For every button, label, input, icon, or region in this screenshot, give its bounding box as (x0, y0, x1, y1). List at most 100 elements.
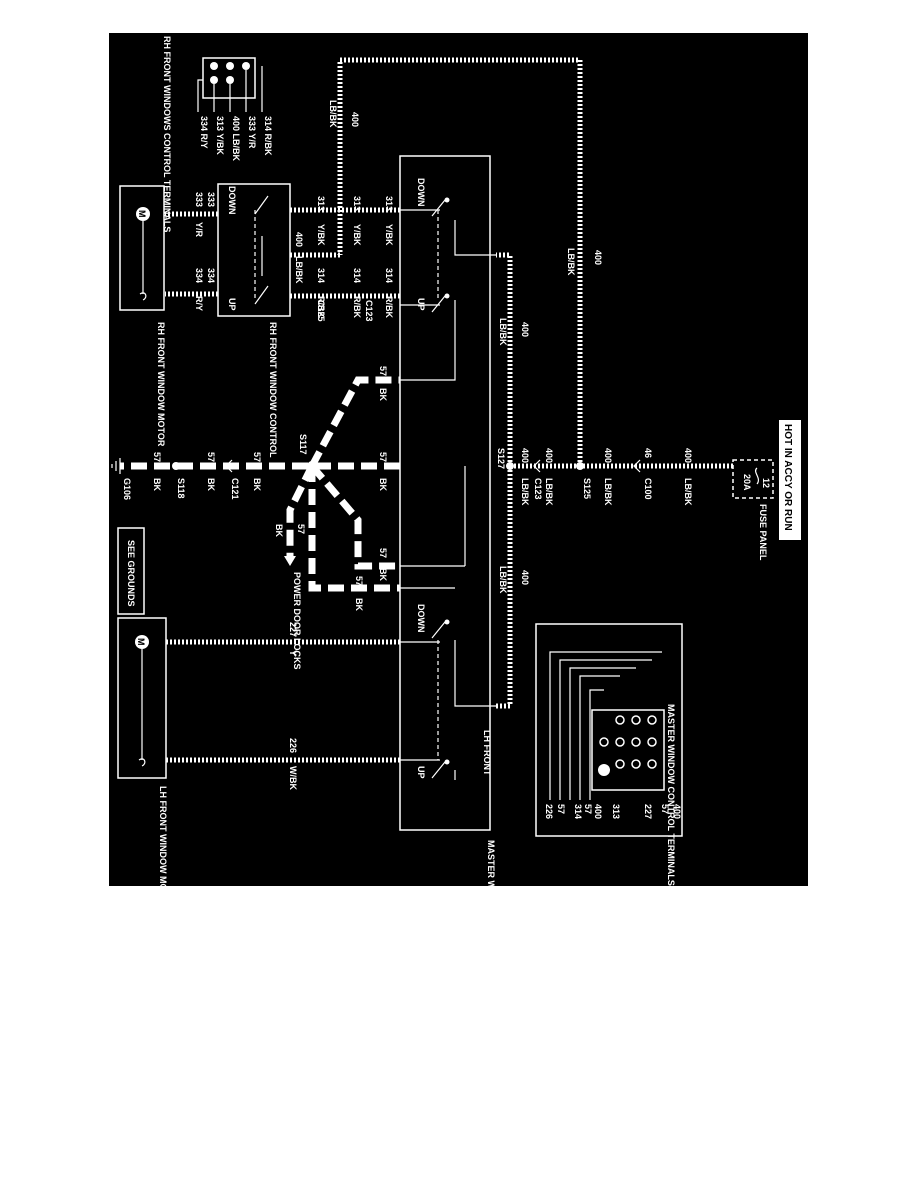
wire-400-mr-number: 400 (520, 570, 530, 585)
rh-terminal-2: 400 LB/BK (231, 116, 241, 162)
wire-57-lb-number: 57 (354, 576, 364, 586)
wire-57-g3-number: 57 (152, 452, 162, 462)
c121-label: C121 (230, 478, 240, 500)
hot-label-box: HOT IN ACCY OR RUN (779, 420, 801, 540)
rh-motor-m: M (137, 210, 147, 218)
master-terminal-7: 57 (556, 804, 566, 814)
rh-motor-label: RH FRONT WINDOW MOTOR (156, 322, 166, 447)
rh-terminal-4: 334 R/Y (199, 116, 209, 149)
wire-314-b-number: 314 (352, 268, 362, 283)
rh-control-label: RH FRONT WINDOW CONTROL (268, 322, 278, 458)
master-rh-up: UP (416, 298, 426, 311)
fuse-panel: 12 20A FUSE PANEL (732, 459, 774, 561)
master-terminal-4: 400 (593, 804, 603, 819)
wire-57-la-color: BK (378, 568, 388, 581)
ground-symbol (111, 458, 121, 474)
wire-57-g2-color: BK (206, 478, 216, 491)
wire-46-number: 46 (643, 448, 653, 458)
master-rh-down: DOWN (416, 178, 426, 207)
rh-terminal-1: 333 Y/R (247, 116, 257, 149)
power-door-locks-label: POWER DOOR LOCKS (292, 572, 302, 670)
power-door-locks-arrow (284, 556, 296, 566)
master-terminal-0: 400 (672, 804, 682, 819)
wire-314-c-color: R/BK (316, 296, 326, 318)
master-control-label: MASTER WINDOW CONTROL (486, 840, 496, 967)
wire-400-mid-color: LB/BK (603, 478, 613, 506)
master-terminal-6: 314 (573, 804, 583, 819)
wire-400-ml-number: 400 (520, 322, 530, 337)
wire-313-c-number: 313 (316, 196, 326, 211)
rh-terminal-3: 313 Y/BK (215, 116, 225, 155)
wire-314-a-number: 314 (384, 268, 394, 283)
wire-226-color: W/BK (288, 766, 298, 790)
wire-400-c-color: LB/BK (294, 256, 304, 284)
wire-333-b-number: 333 (194, 192, 204, 207)
diagram-background (109, 33, 808, 886)
rh-motor-box (119, 185, 165, 311)
wire-227-color: Y (288, 650, 298, 656)
s127-label: S127 (496, 448, 506, 469)
lh-motor-box (117, 617, 167, 779)
c100-label: C100 (643, 478, 653, 500)
wire-226-number: 226 (288, 738, 298, 753)
wire-57-m-number: 57 (378, 452, 388, 462)
wire-314-b-color: R/BK (352, 296, 362, 318)
wire-57-g3-color: BK (152, 478, 162, 491)
wire-57-lower-a (309, 463, 400, 570)
wire-313-c-color: Y/BK (316, 224, 326, 246)
wire-57-lower-b (308, 466, 400, 592)
wire-400-rh-number: 400 (350, 112, 360, 127)
wire-57-door-locks (286, 464, 316, 556)
master-terminal-2: 227 (643, 804, 653, 819)
s118-label: S118 (176, 478, 186, 499)
see-grounds-label: SEE GROUNDS (126, 540, 136, 607)
wire-400-s127-color: LB/BK (520, 478, 530, 506)
lh-motor-symbol (135, 635, 149, 649)
rh-ctl-down: DOWN (227, 186, 237, 215)
wire-227-number: 227 (288, 622, 298, 637)
rh-terminals-title: RH FRONT WINDOWS CONTROL TERMINALS (162, 36, 172, 232)
wire-314-a-color: R/BK (384, 296, 394, 318)
wire-57-g2-number: 57 (206, 452, 216, 462)
master-terminal-3: 313 (611, 804, 621, 819)
wire-334-a-number: 334 (206, 268, 216, 283)
wire-400-mr-color: LB/BK (498, 566, 508, 594)
c123-upper-label: C123 (533, 478, 543, 500)
master-switch-lh: DOWN UP (400, 466, 496, 780)
master-terminals-title: MASTER WINDOW CONTROL TERMINALS (666, 704, 676, 886)
c125-label: C125 (316, 300, 326, 322)
master-terminals-connector (549, 651, 665, 800)
wire-400-top-color: LB/BK (683, 478, 693, 506)
wire-57-g1-number: 57 (252, 452, 262, 462)
wire-313-b-color: Y/BK (352, 224, 362, 246)
wire-400-ml-color: LB/BK (498, 318, 508, 346)
wire-333-a-number: 333 (206, 192, 216, 207)
fuse-rating: 20A (742, 474, 752, 491)
wire-57-lb-color: BK (354, 598, 364, 611)
fuse-number: 12 (761, 478, 771, 488)
wire-400-master-right (496, 466, 513, 709)
master-switch-rh: DOWN UP (400, 178, 496, 381)
wire-57-dl-number: 57 (296, 524, 306, 534)
rh-motor-symbol (136, 207, 150, 221)
lh-motor-m: M (136, 638, 146, 646)
g106-label: G106 (122, 478, 132, 500)
master-terminal-1: 57 (660, 804, 670, 814)
splice-s118 (172, 462, 180, 470)
wire-57-g1-color: BK (252, 478, 262, 491)
wire-57-u-number: 57 (378, 366, 388, 376)
master-lh-up: UP (416, 766, 426, 779)
fuse-panel-label: FUSE PANEL (758, 504, 768, 561)
wire-400-long-number: 400 (593, 250, 603, 265)
master-terminal-5: 57 (583, 804, 593, 814)
wire-400-c123-color: LB/BK (544, 478, 554, 506)
splice-s117 (307, 461, 317, 471)
wire-400-long-color: LB/BK (566, 248, 576, 276)
c123-lower-label: C123 (364, 300, 374, 322)
wire-400-c123-number: 400 (544, 448, 554, 463)
wire-400-c-number: 400 (294, 232, 304, 247)
wire-334-b-number: 334 (194, 268, 204, 283)
s125-label: S125 (582, 478, 592, 499)
master-lh-down: DOWN (416, 604, 426, 633)
